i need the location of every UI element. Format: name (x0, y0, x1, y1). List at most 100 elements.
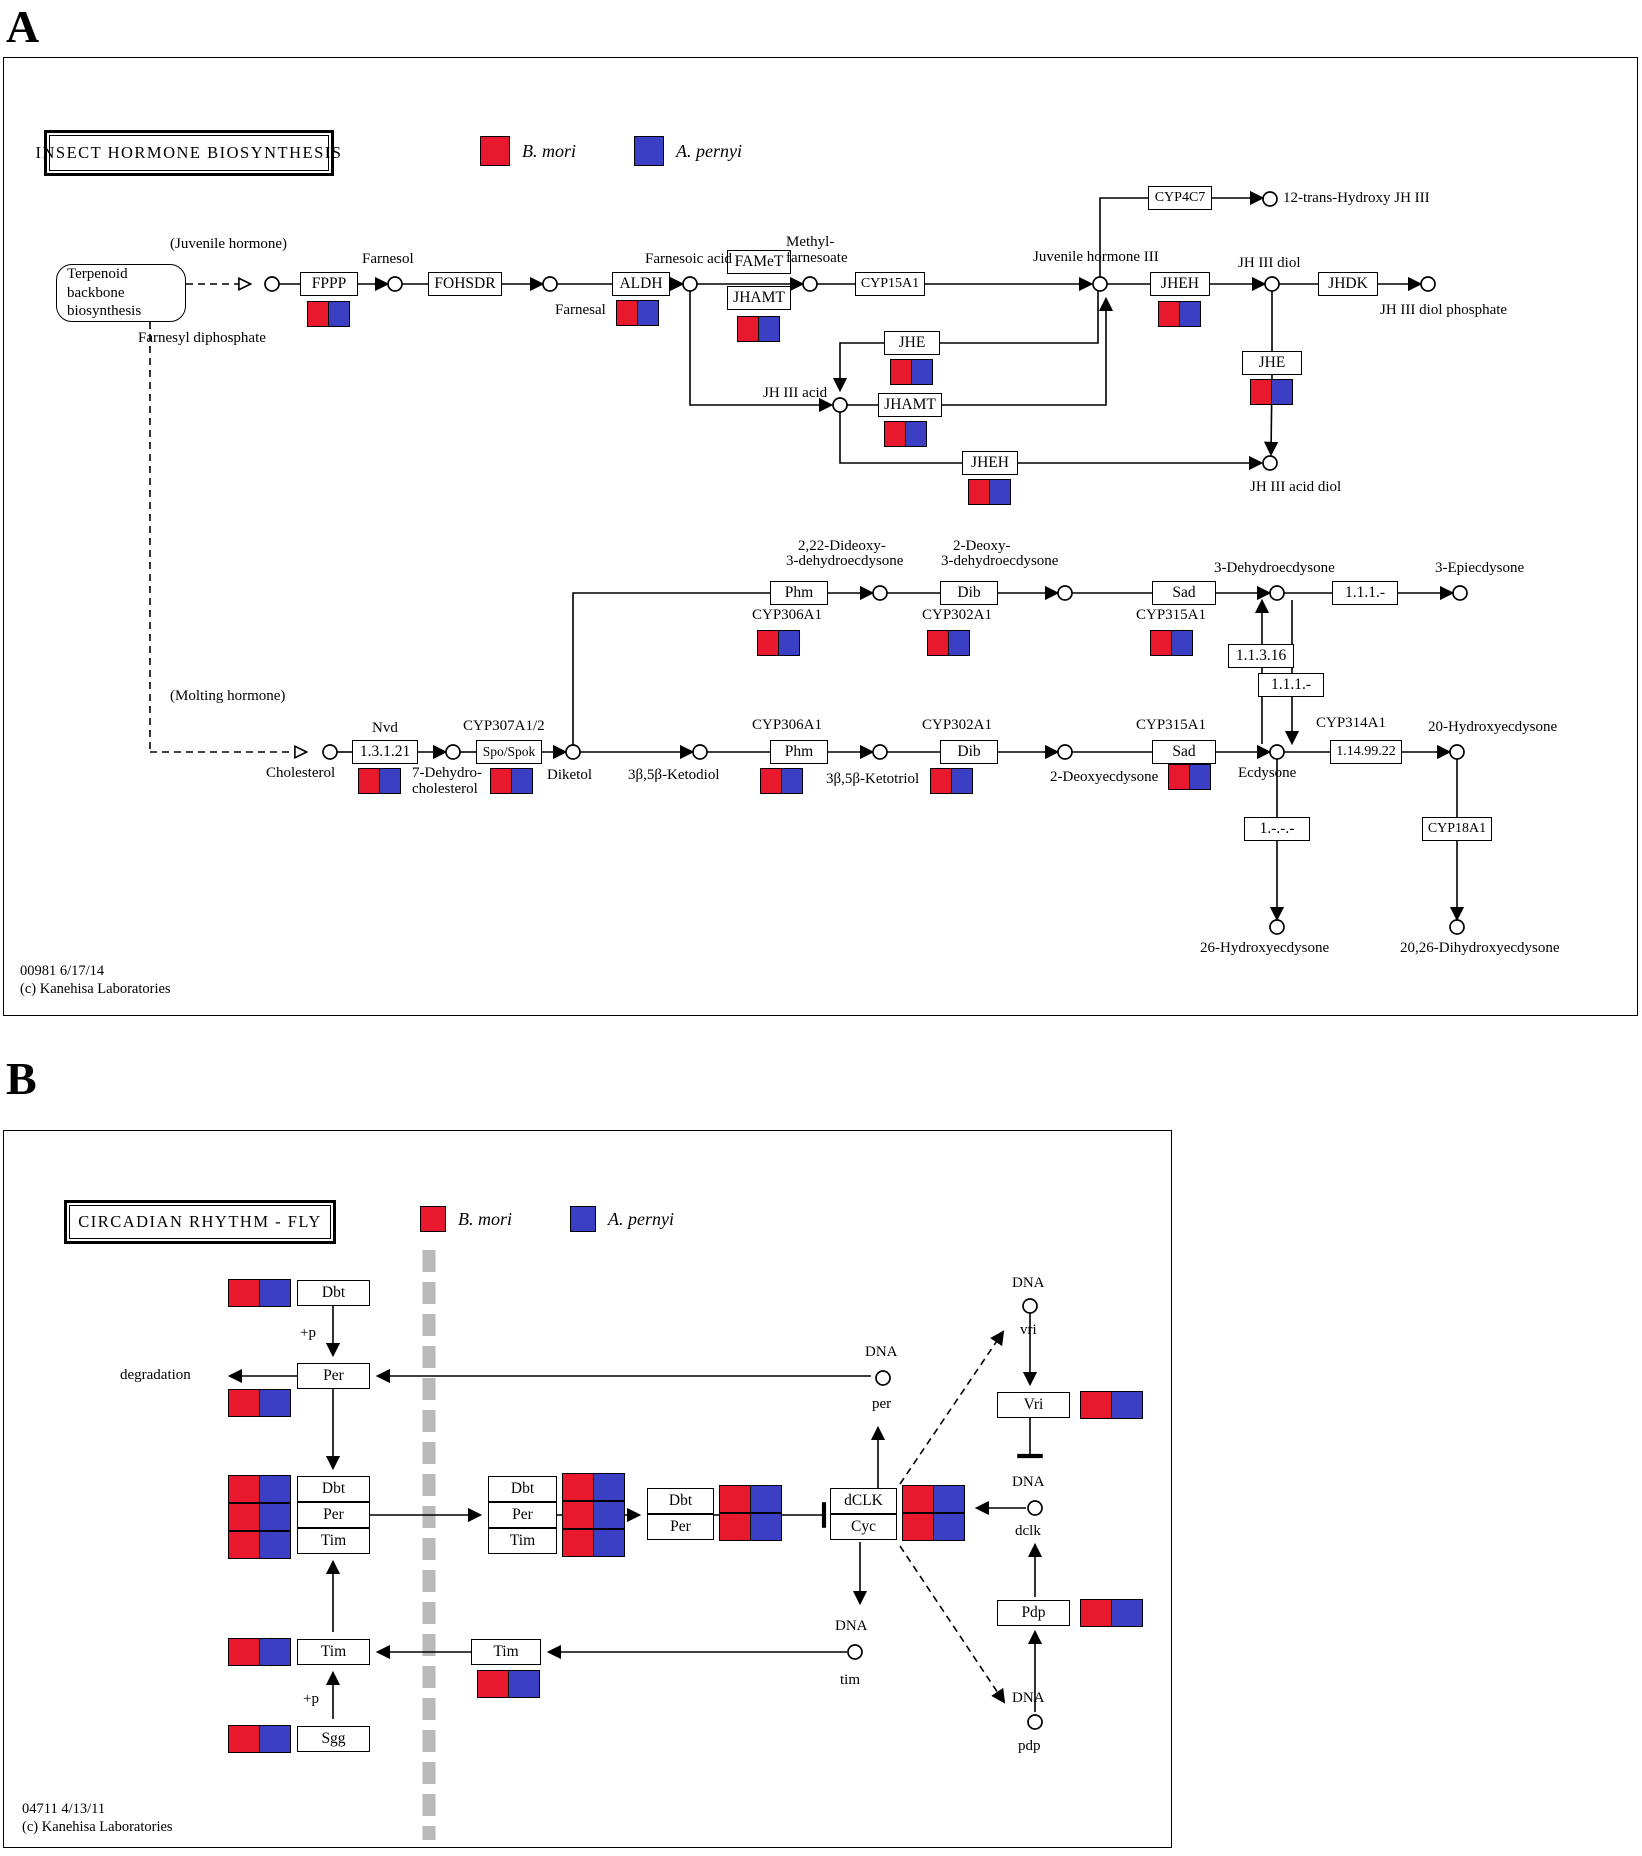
b-mori-gene-square (884, 421, 906, 447)
enzyme-box: Spo/Spok (476, 740, 542, 764)
b-mori-gene-square (562, 1529, 594, 1557)
enzyme-box: JHE (1242, 351, 1302, 375)
a-pernyi-gene-square (750, 1485, 782, 1513)
a-pernyi-gene-square (933, 1513, 965, 1541)
panel-a-letter: A (6, 1, 40, 52)
compound-node (565, 744, 581, 760)
b-mori-color-swatch (480, 136, 510, 166)
enzyme-box: CYP15A1 (855, 272, 925, 296)
compound-node (1420, 276, 1436, 292)
b-mori-gene-square (307, 301, 329, 327)
panel-b-title-box: CIRCADIAN RHYTHM - FLY (64, 1200, 336, 1244)
compound-label: Farnesoic acid (645, 251, 733, 267)
b-mori-gene-square (760, 768, 782, 794)
enzyme-box: Phm (770, 740, 828, 764)
a-pernyi-gene-square (259, 1725, 291, 1753)
enzyme-box: Tim (471, 1639, 541, 1665)
species-indicator-pair (1250, 379, 1293, 405)
compound-label: CYP302A1 (922, 607, 993, 623)
compound-node (692, 744, 708, 760)
a-pernyi-gene-square (259, 1475, 291, 1503)
b-mori-gene-square (228, 1638, 260, 1666)
compound-node (1092, 276, 1108, 292)
a-pernyi-gene-square (951, 768, 973, 794)
compound-label: 3β,5β-Ketodiol (628, 767, 720, 783)
compound-node (1057, 585, 1073, 601)
a-pernyi-gene-square (1111, 1391, 1143, 1419)
a-pernyi-gene-square (905, 421, 927, 447)
compound-node (875, 1370, 891, 1386)
enzyme-box: 1.14.99.22 (1330, 740, 1402, 764)
compound-label: 20,26-Dihydroxyecdysone (1400, 940, 1560, 956)
compound-node (1449, 744, 1465, 760)
compound-label: CYP307A1/2 (463, 718, 545, 734)
compound-node (802, 276, 818, 292)
enzyme-box: Cyc (830, 1514, 897, 1540)
compound-label: DNA (1012, 1275, 1045, 1291)
compound-label: (Juvenile hormone) (170, 236, 288, 252)
compound-node (1269, 919, 1285, 935)
enzyme-box: Dbt (297, 1476, 370, 1502)
b-mori-gene-square (968, 479, 990, 505)
enzyme-box: JHAMT (727, 286, 791, 310)
enzyme-box: FAMeT (727, 250, 791, 274)
pathway-line (899, 1545, 1006, 1704)
compound-node (1022, 1298, 1038, 1314)
a-pernyi-gene-square (750, 1513, 782, 1541)
enzyme-box: 1.3.1.21 (352, 740, 418, 764)
panel-a-legend: B. mori A. pernyi (480, 136, 742, 166)
compound-label: Farnesyl diphosphate (138, 330, 266, 346)
enzyme-box: Dbt (297, 1280, 370, 1306)
b-mori-gene-square (358, 768, 380, 794)
compound-node (1057, 744, 1073, 760)
species-indicator-pair (228, 1279, 291, 1307)
enzyme-box: JHAMT (878, 393, 942, 417)
compound-node (264, 276, 280, 292)
panel-b-legend: B. mori A. pernyi (420, 1206, 674, 1232)
compound-node (322, 744, 338, 760)
species-indicator-pair (228, 1475, 291, 1503)
species-indicator-pair (228, 1531, 291, 1559)
b-mori-color-swatch (420, 1206, 446, 1232)
compound-label: 7-Dehydro- (412, 765, 482, 781)
species-indicator-pair (1150, 630, 1193, 656)
a-pernyi-gene-square (259, 1279, 291, 1307)
compound-label: Methyl- (786, 234, 835, 250)
species-indicator-pair (930, 768, 973, 794)
enzyme-box: Dib (940, 740, 998, 764)
species-indicator-pair (562, 1473, 625, 1501)
enzyme-box: Sad (1152, 740, 1216, 764)
b-mori-gene-square (1168, 764, 1190, 790)
b-mori-gene-square (719, 1485, 751, 1513)
compound-label: Ecdysone (1238, 765, 1297, 781)
b-mori-gene-square (930, 768, 952, 794)
compound-label: 3-Dehydroecdysone (1214, 560, 1335, 576)
a-pernyi-gene-square (259, 1638, 291, 1666)
pathway-line (940, 291, 1099, 344)
species-indicator-pair (760, 768, 803, 794)
a-pernyi-gene-square (379, 768, 401, 794)
species-indicator-pair (562, 1501, 625, 1529)
panel-b-frame (3, 1130, 1172, 1848)
compound-node (1027, 1714, 1043, 1730)
b-mori-gene-square (927, 630, 949, 656)
b-mori-gene-square (1080, 1391, 1112, 1419)
pathway-line (1099, 197, 1148, 277)
compound-node (872, 585, 888, 601)
enzyme-box: Dbt (488, 1476, 557, 1502)
copyright: (c) Kanehisa Laboratories (20, 980, 171, 997)
b-mori-gene-square (562, 1473, 594, 1501)
enzyme-box: CYP18A1 (1422, 817, 1492, 841)
a-pernyi-gene-square (948, 630, 970, 656)
a-pernyi-color-swatch (634, 136, 664, 166)
a-pernyi-gene-square (637, 300, 659, 326)
a-pernyi-gene-square (758, 316, 780, 342)
species-indicator-pair (228, 1503, 291, 1531)
compound-label: 26-Hydroxyecdysone (1200, 940, 1330, 956)
compound-label: JH III acid (763, 385, 828, 401)
b-mori-gene-square (757, 630, 779, 656)
b-mori-gene-square (228, 1531, 260, 1559)
a-pernyi-gene-square (593, 1501, 625, 1529)
compound-label: JH III diol (1238, 255, 1301, 271)
